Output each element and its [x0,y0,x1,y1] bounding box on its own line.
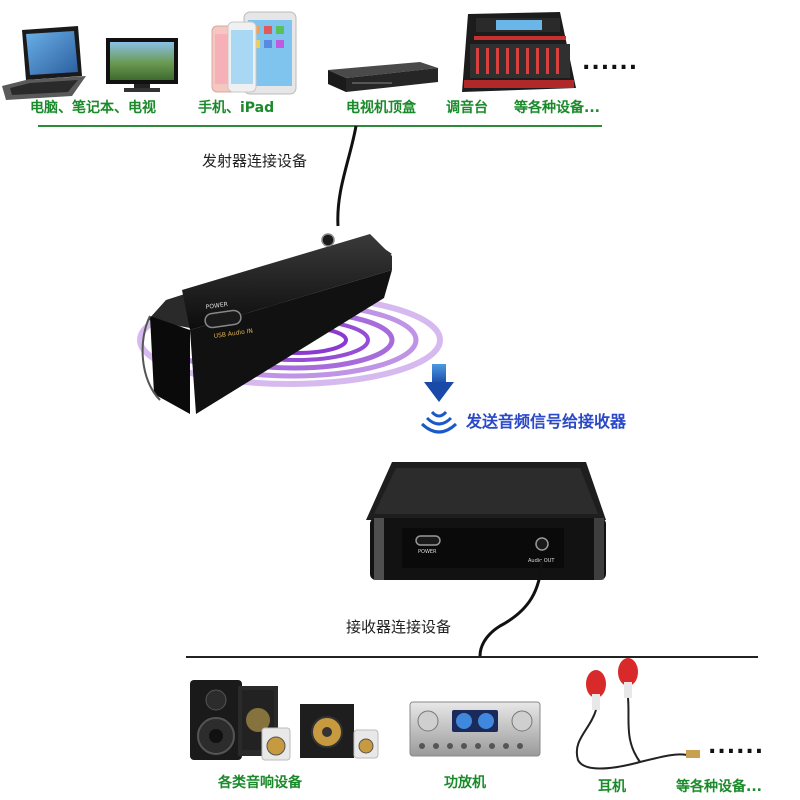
label-earphones: 耳机 [598,779,626,795]
receiver-usb-port [415,535,441,546]
speakers-icon [190,680,379,761]
label-phone-ipad: 手机、iPad [198,100,275,116]
wireless-wave-icon [420,410,458,434]
label-other-devices-bottom: 等各种设备... [676,779,762,795]
amplifier-icon [409,701,541,757]
label-set-top-box: 电视机顶盒 [346,100,416,116]
tv-icon [106,38,178,92]
set-top-box-icon [328,62,438,92]
transmitter-cable [336,125,358,227]
signal-label: 发送音频信号给接收器 [466,412,627,431]
transmitter-device [141,233,392,414]
label-pc-laptop-tv: 电脑、笔记本、电视 [30,100,156,116]
receiver-audio-jack [535,537,549,551]
laptop-icon [2,26,86,100]
transmitter-power-label: POWER [205,301,228,311]
label-mixer: 调音台 [446,100,488,116]
receiver-device [366,462,606,580]
receiver-connect-label: 接收器连接设备 [346,618,452,636]
transmitter-usb-port [204,309,242,329]
label-other-devices-top: 等各种设备... [514,100,600,116]
earphones-icon [575,658,700,770]
more-devices-ellipsis-bottom: ...... [708,734,765,759]
label-speakers: 各类音响设备 [218,775,302,791]
more-devices-ellipsis-top: ...... [582,50,639,75]
transmitter-connect-label: 发射器连接设备 [202,152,308,170]
receiver-power-label: POWER [418,549,437,555]
receiver-cable [478,559,544,657]
mixer-console-icon [462,12,576,92]
signal-down-arrow [424,364,454,402]
phone-tablet-icon [211,11,297,95]
label-amplifier: 功放机 [444,775,486,791]
transmitter-audio-jack [321,233,335,247]
